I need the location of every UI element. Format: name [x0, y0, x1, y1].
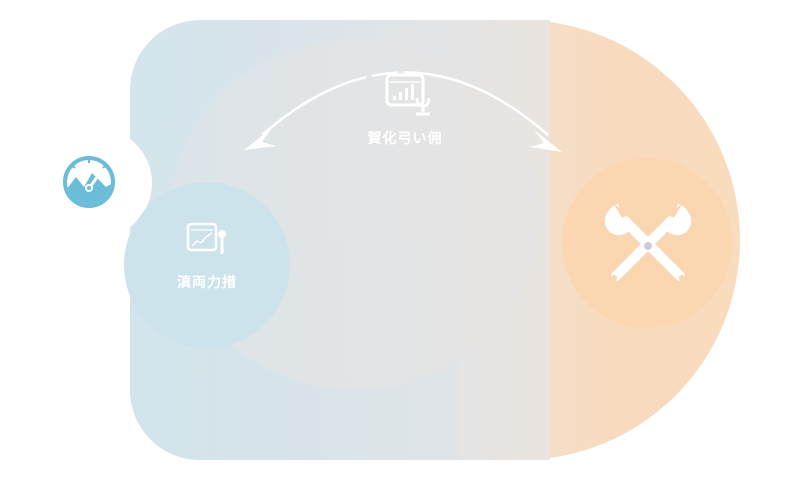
line-chart-board-icon: [186, 222, 226, 254]
right-node[interactable]: [562, 158, 732, 328]
left-node-label: 滇両力措: [177, 275, 237, 291]
left-node[interactable]: 滇両力措: [124, 182, 290, 348]
monitor-bar-chart-icon: [385, 73, 430, 116]
top-node-label: 賀化弓い佣: [367, 131, 443, 147]
crossed-wrenches-icon: [604, 204, 692, 281]
gauge-mountain-icon: [63, 156, 115, 208]
